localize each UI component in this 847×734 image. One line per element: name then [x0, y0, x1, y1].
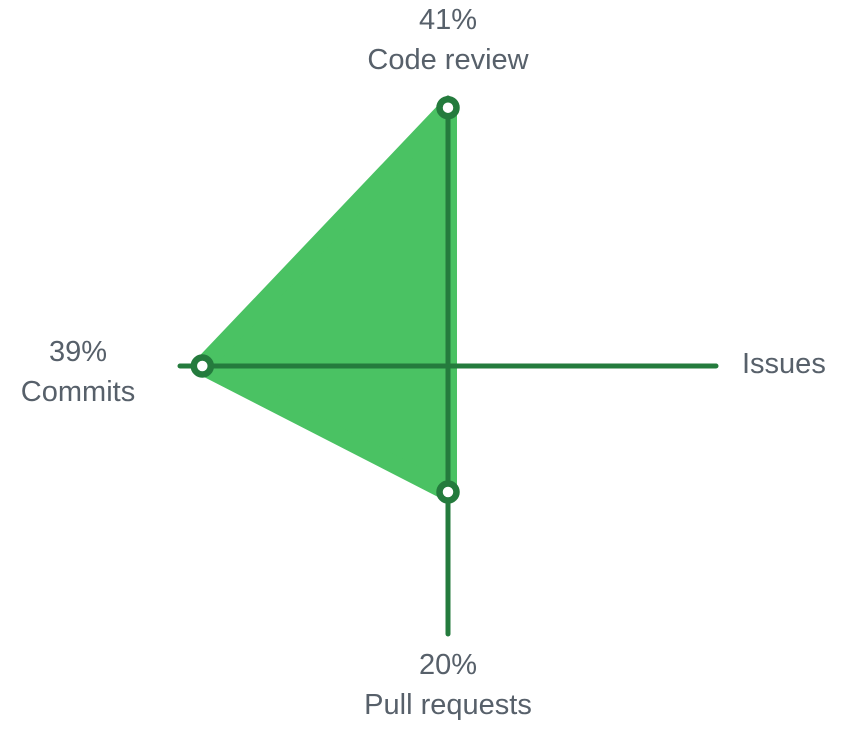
label-code-review: Code review: [367, 44, 529, 76]
label-issues: Issues: [742, 348, 826, 380]
axis-label-issues: Issues: [742, 344, 826, 384]
label-commits: Commits: [20, 376, 136, 408]
percent-pull-requests: 20%: [418, 649, 478, 681]
marker-code-review: [436, 95, 460, 120]
label-pull-requests: Pull requests: [364, 689, 532, 721]
axis-label-pull-requests: 20% Pull requests: [364, 645, 532, 725]
percent-code-review: 41%: [418, 4, 478, 36]
percent-commits: 39%: [48, 336, 108, 368]
axis-label-commits: 39% Commits: [21, 332, 135, 412]
axis-label-code-review: 41% Code review: [367, 0, 528, 80]
marker-pull-requests: [436, 480, 460, 504]
radar-fill-shape: [193, 98, 457, 501]
marker-commits: [190, 354, 215, 378]
